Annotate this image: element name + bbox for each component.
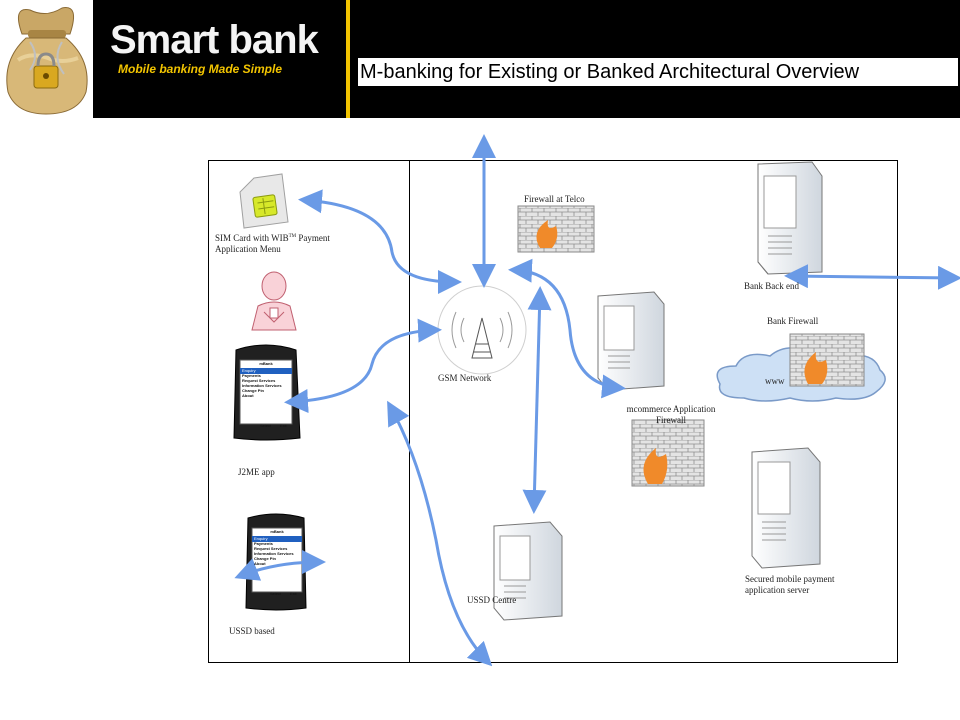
- phone-menu-item[interactable]: Request Services: [242, 378, 276, 383]
- arrow-ussd-phone: [234, 550, 326, 581]
- bank-firewall-label: Bank Firewall: [767, 316, 819, 326]
- secured-payment-server-icon: [751, 447, 821, 569]
- phone-menu-item[interactable]: Information Services: [242, 383, 282, 388]
- mcommerce-firewall-label: mcommerce Application Firewall: [626, 404, 716, 425]
- secured-server-label: Secured mobile payment application serve…: [745, 574, 835, 595]
- mcommerce-server-icon: [597, 291, 665, 391]
- user-person-icon: [251, 271, 297, 331]
- phone-menu-item[interactable]: About: [242, 393, 254, 398]
- arrow-ussd-phone-bottom: [387, 400, 493, 667]
- phone-menu-item[interactable]: About: [254, 561, 266, 566]
- bank-firewall-icon: [789, 333, 865, 387]
- arrow-j2me-gsm: [284, 318, 442, 414]
- phone-menu-item[interactable]: Enquiry: [242, 368, 256, 373]
- arrow-telco-mcommerce: [508, 258, 626, 399]
- phone-select-softkey[interactable]: Select: [260, 423, 272, 428]
- phone-menu-item[interactable]: Change Pin: [254, 556, 277, 561]
- phone-menu-item[interactable]: Information Services: [254, 551, 294, 556]
- firewall-telco-icon: [517, 205, 595, 253]
- sim-card-label-text-2: Payment Application Menu: [215, 233, 330, 254]
- j2me-app-label: J2ME app: [238, 467, 275, 477]
- phone-menu-title: mBank: [259, 361, 273, 366]
- sim-card-label-tm: TM: [288, 234, 297, 239]
- arrow-sim-gsm: [298, 189, 462, 294]
- bank-back-end-label: Bank Back end: [744, 281, 799, 291]
- j2me-phone-icon: [233, 344, 301, 441]
- phone-select-softkey[interactable]: Select: [270, 591, 282, 596]
- ussd-based-label: USSD based: [229, 626, 275, 636]
- header-divider: [346, 0, 350, 118]
- page-title: M-banking for Existing or Banked Archite…: [358, 58, 958, 86]
- logo-tagline: Mobile banking Made Simple: [118, 62, 283, 76]
- sim-card-label: SIM Card with WIBTM Payment Application …: [215, 231, 355, 255]
- phone-menu-item[interactable]: Payments: [242, 373, 261, 378]
- smart-bank-logo: Smart bank Mobile banking Made Simple: [104, 18, 334, 80]
- arrow-ussd-centre: [522, 286, 552, 514]
- phone-menu-item[interactable]: Payments: [254, 541, 273, 546]
- header-bar: Smart bank Mobile banking Made Simple M-…: [0, 0, 960, 118]
- phone-menu-title: mBank: [270, 529, 284, 534]
- connection-arrows: [234, 134, 960, 667]
- ussd-centre-label: USSD Centre: [467, 595, 517, 605]
- gsm-antenna-icon: [437, 285, 527, 375]
- phone-menu-item[interactable]: Change Pin: [242, 388, 265, 393]
- gsm-network-label: GSM Network: [438, 373, 492, 383]
- phone-menu-item[interactable]: Request Services: [254, 546, 288, 551]
- phone-exit-softkey[interactable]: Exit: [290, 591, 297, 596]
- firewall-telco-label: Firewall at Telco: [524, 194, 585, 204]
- money-bag-logo: [0, 0, 93, 118]
- ussd-centre-server-icon: [493, 521, 563, 621]
- sim-card-label-text: SIM Card with WIB: [215, 233, 289, 243]
- phone-menu-item[interactable]: Enquiry: [254, 536, 268, 541]
- bank-backend-server-icon: [757, 161, 823, 275]
- logo-title: Smart bank: [110, 18, 319, 62]
- j2me-phone-menu: mBank Enquiry Payments Request Services …: [240, 360, 292, 428]
- arrow-backend-external: [784, 264, 960, 290]
- sim-card-icon: [239, 173, 289, 229]
- ussd-phone-menu: mBank Enquiry Payments Request Services …: [252, 528, 302, 596]
- www-label: www: [765, 376, 785, 386]
- phone-exit-softkey[interactable]: Exit: [280, 423, 287, 428]
- mcommerce-firewall-icon: [631, 419, 705, 487]
